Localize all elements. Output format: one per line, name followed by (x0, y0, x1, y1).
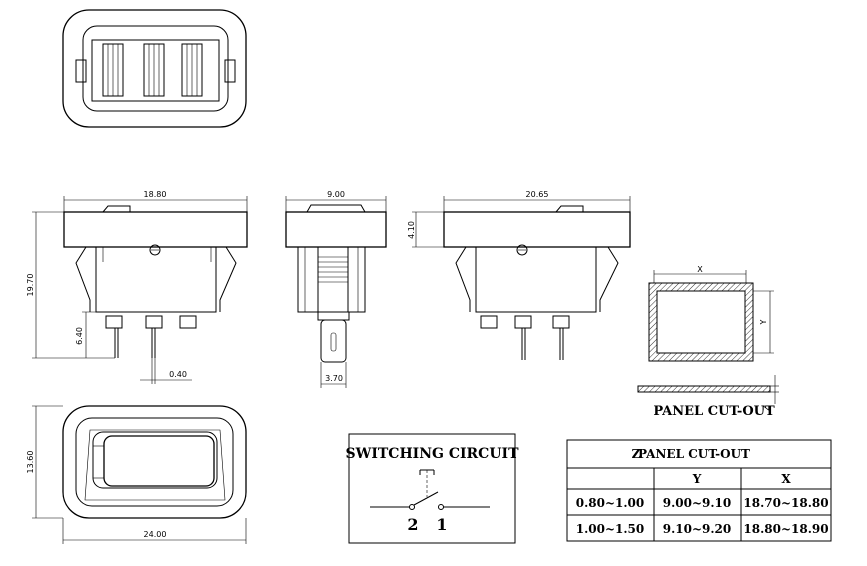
dim-bottom-height: 13.60 (26, 451, 35, 474)
cutout-table: Z PANEL CUT-OUT Y X 0.80~1.00 9.00~9.10 … (566, 439, 832, 542)
cutout-z-label: Z (762, 405, 771, 411)
dim-pin-thickness: 0.40 (169, 370, 187, 379)
dim-right-width: 20.65 (526, 190, 549, 199)
table-row-y: 9.00~9.10 (663, 496, 732, 510)
cutout-x-label: X (697, 265, 703, 274)
cutout-y-label: Y (759, 319, 768, 325)
table-row-y: 9.10~9.20 (663, 522, 732, 536)
table-row-z: 1.00~1.50 (576, 522, 645, 536)
dim-bottom-width: 24.00 (144, 530, 167, 539)
table-col-y: Y (692, 472, 702, 486)
table-header-z: Z (632, 447, 641, 461)
dim-front-width: 18.80 (144, 190, 167, 199)
dim-side-width: 9.00 (327, 190, 345, 199)
top-view (62, 9, 247, 128)
panel-cutout-diagram: X Y Z PANEL CUT-OUT (637, 265, 779, 419)
circuit-pin-right: 1 (436, 515, 447, 534)
dim-flange-height: 4.10 (407, 221, 416, 239)
bottom-view: 13.60 24.00 (26, 405, 247, 544)
table-col-x: X (781, 472, 791, 486)
front-view: 18.80 19.70 6.40 0.40 (26, 190, 248, 384)
dim-pin-width: 3.70 (325, 374, 343, 383)
table-header-title: PANEL CUT-OUT (638, 447, 750, 461)
table-row-x: 18.70~18.80 (743, 496, 828, 510)
table-row-x: 18.80~18.90 (743, 522, 828, 536)
cutout-title: PANEL CUT-OUT (653, 404, 775, 419)
side-view: 9.00 3.70 (285, 190, 387, 388)
circuit-pin-left: 2 (407, 515, 418, 534)
dim-height-total: 19.70 (26, 274, 35, 297)
table-row-z: 0.80~1.00 (576, 496, 645, 510)
dim-pin-length: 6.40 (75, 327, 84, 345)
right-view: 20.65 4.10 (407, 190, 631, 360)
switching-circuit: SWITCHING CIRCUIT 2 1 (346, 433, 520, 544)
circuit-title: SWITCHING CIRCUIT (346, 446, 520, 462)
